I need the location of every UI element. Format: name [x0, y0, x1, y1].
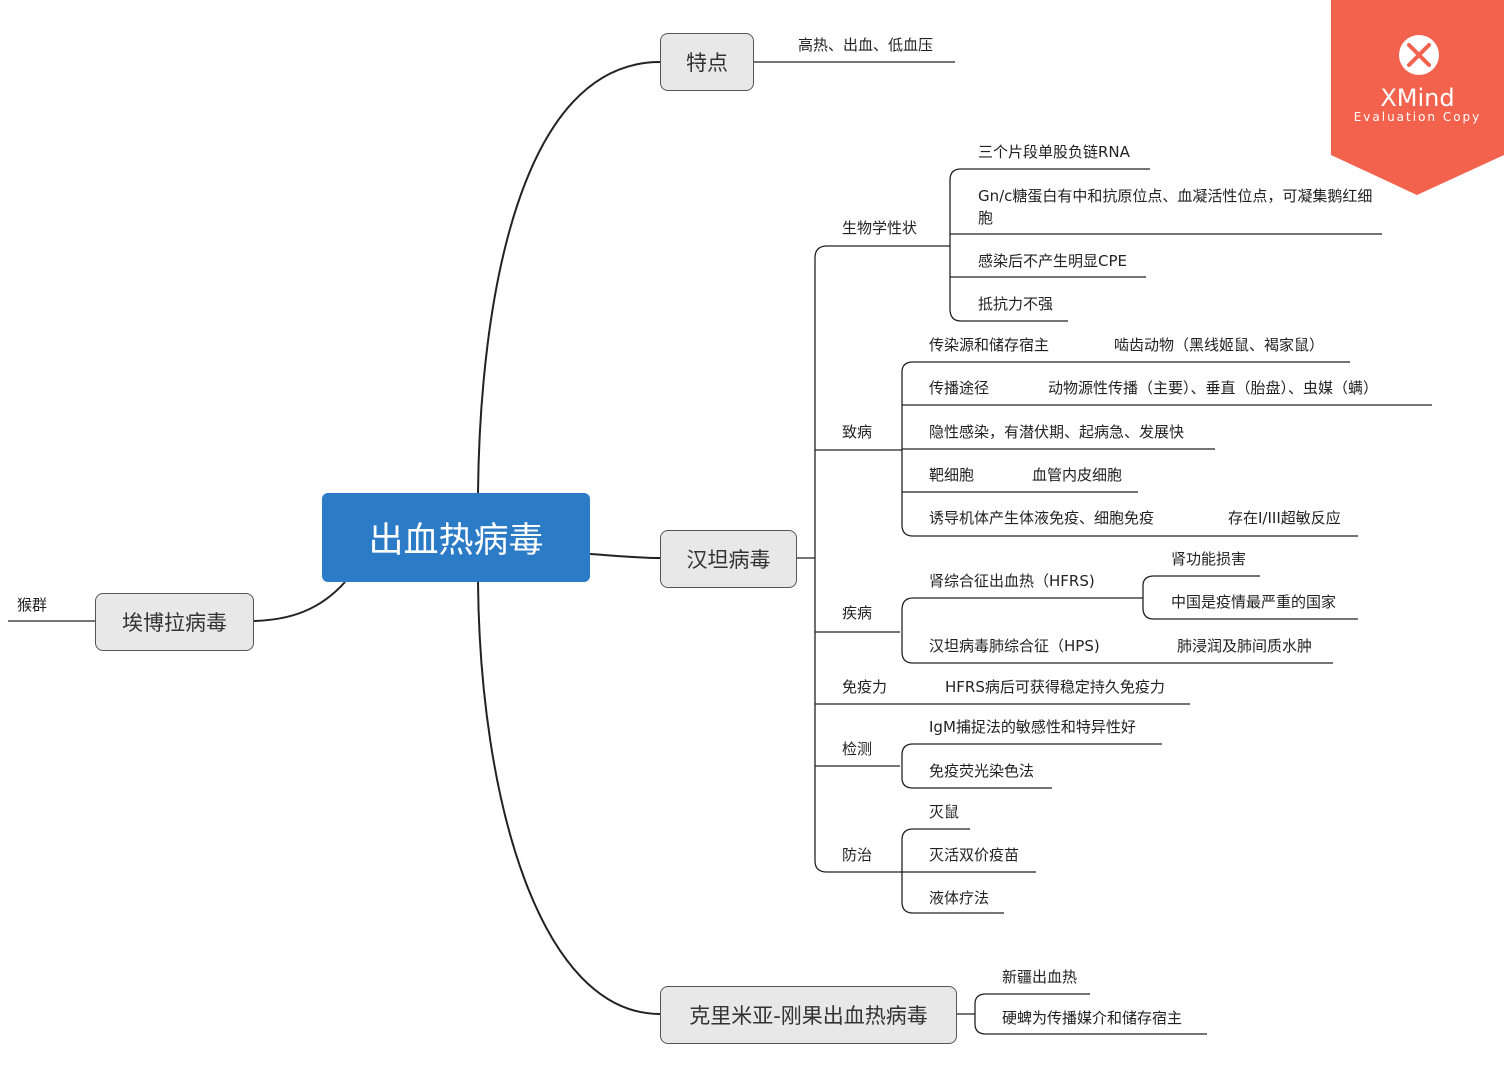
crimea-item[interactable]: 硬蜱为传播媒介和储存宿主 — [1002, 1009, 1183, 1027]
branch-ebola[interactable]: 埃博拉病毒 — [95, 593, 254, 651]
connector-root-ebola — [253, 581, 346, 622]
branch-hantan[interactable]: 汉坦病毒 — [660, 530, 797, 588]
root-node[interactable]: 出血热病毒 — [322, 493, 590, 582]
path-item-detail[interactable]: 动物源性传播（主要）、垂直（胎盘）、虫媒（螨） — [1048, 379, 1379, 397]
hantan-sub-prevent[interactable]: 防治 — [842, 846, 873, 864]
bio-item[interactable]: Gn/c糖蛋白有中和抗原位点、血凝活性位点，可凝集鹅红细胞 — [978, 187, 1373, 227]
path-item-detail[interactable]: 存在I/III超敏反应 — [1228, 509, 1341, 527]
immune-item[interactable]: HFRS病后可获得稳定持久免疫力 — [945, 678, 1165, 696]
path-item-label[interactable]: 传染源和储存宿主 — [929, 336, 1050, 354]
disease-hfrs[interactable]: 肾综合征出血热（HFRS) — [929, 572, 1095, 590]
detect-item[interactable]: 免疫荧光染色法 — [929, 762, 1035, 780]
prevent-item[interactable]: 灭活双价疫苗 — [929, 846, 1020, 864]
path-item-label[interactable]: 诱导机体产生体液免疫、细胞免疫 — [929, 509, 1155, 527]
hantan-sub-detect[interactable]: 检测 — [842, 740, 873, 758]
prevent-item[interactable]: 灭鼠 — [929, 803, 960, 821]
hantan-sub-path[interactable]: 致病 — [842, 423, 873, 441]
branch-tedian[interactable]: 特点 — [660, 33, 754, 91]
bio-item[interactable]: 抵抗力不强 — [978, 295, 1054, 313]
path-item-label[interactable]: 靶细胞 — [929, 466, 975, 484]
path-item-detail[interactable]: 啮齿动物（黑线姬鼠、褐家鼠） — [1114, 336, 1325, 354]
disease-hfrs-detail[interactable]: 肾功能损害 — [1171, 550, 1247, 568]
disease-hps[interactable]: 汉坦病毒肺综合征（HPS) — [929, 637, 1100, 655]
path-item-detail[interactable]: 血管内皮细胞 — [1032, 466, 1123, 484]
hantan-sub-immune[interactable]: 免疫力 — [842, 678, 888, 696]
path-item-label[interactable]: 传播途径 — [929, 379, 990, 397]
bio-item[interactable]: 三个片段单股负链RNA — [978, 143, 1130, 161]
tedian-item[interactable]: 高热、出血、低血压 — [798, 36, 934, 54]
branch-crimea[interactable]: 克里米亚-刚果出血热病毒 — [660, 986, 957, 1044]
watermark-brand: XMind — [1380, 84, 1455, 112]
connector-root-hantan — [589, 553, 661, 559]
watermark-note: Evaluation Copy — [1353, 110, 1482, 124]
connector-root-crimea — [477, 581, 661, 1015]
prevent-item[interactable]: 液体疗法 — [929, 889, 990, 907]
xmind-watermark-badge — [1331, 0, 1504, 195]
hantan-sub-disease[interactable]: 疾病 — [842, 604, 873, 622]
connector-root-tedian — [477, 61, 661, 494]
crimea-item[interactable]: 新疆出血热 — [1002, 968, 1078, 986]
path-item-label[interactable]: 隐性感染，有潜伏期、起病急、发展快 — [929, 423, 1185, 441]
disease-hps-detail[interactable]: 肺浸润及肺间质水肿 — [1177, 637, 1313, 655]
bio-item[interactable]: 感染后不产生明显CPE — [978, 252, 1127, 270]
detect-item[interactable]: IgM捕捉法的敏感性和特异性好 — [929, 718, 1136, 736]
disease-hfrs-detail[interactable]: 中国是疫情最严重的国家 — [1171, 593, 1337, 611]
hantan-sub-bio[interactable]: 生物学性状 — [842, 219, 918, 237]
ebola-item[interactable]: 猴群 — [17, 596, 48, 614]
